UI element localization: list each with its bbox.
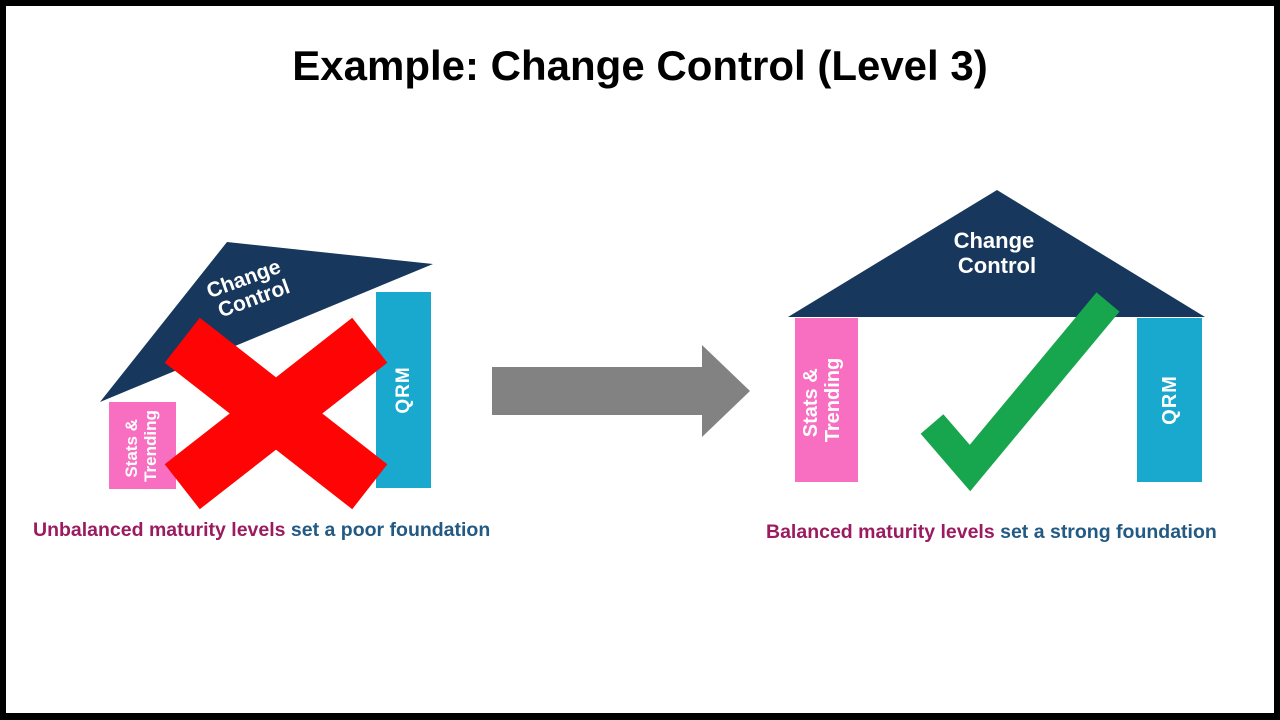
left-house: Change Control Stats & Trending QRM — [100, 242, 433, 510]
left-caption: Unbalanced maturity levels set a poor fo… — [33, 519, 490, 542]
right-roof — [788, 190, 1205, 317]
right-caption-rest: set a strong foundation — [994, 521, 1217, 543]
left-caption-highlight: Unbalanced maturity levels — [33, 519, 286, 541]
right-pillar-stats — [795, 318, 858, 482]
green-check-icon — [920, 292, 1120, 492]
right-caption-highlight: Balanced maturity levels — [766, 521, 995, 543]
left-pillar-stats — [109, 402, 176, 489]
right-pillar-qrm-label: QRM — [1159, 375, 1181, 425]
left-pillar-qrm — [376, 292, 431, 488]
red-cross-icon — [164, 317, 388, 510]
left-pillar-stats-label: Stats & Trending — [122, 410, 160, 482]
right-caption: Balanced maturity levels set a strong fo… — [766, 521, 1217, 544]
right-arrow-icon — [492, 345, 750, 437]
right-pillar-qrm — [1137, 318, 1202, 482]
left-caption-rest: set a poor foundation — [285, 519, 491, 541]
slide-title: Example: Change Control (Level 3) — [292, 42, 988, 89]
right-roof-label: Change Control — [954, 228, 1041, 278]
right-pillar-stats-label: Stats & Trending — [800, 358, 844, 442]
left-pillar-qrm-label: QRM — [393, 366, 414, 413]
right-house: Change Control Stats & Trending QRM — [788, 190, 1205, 492]
